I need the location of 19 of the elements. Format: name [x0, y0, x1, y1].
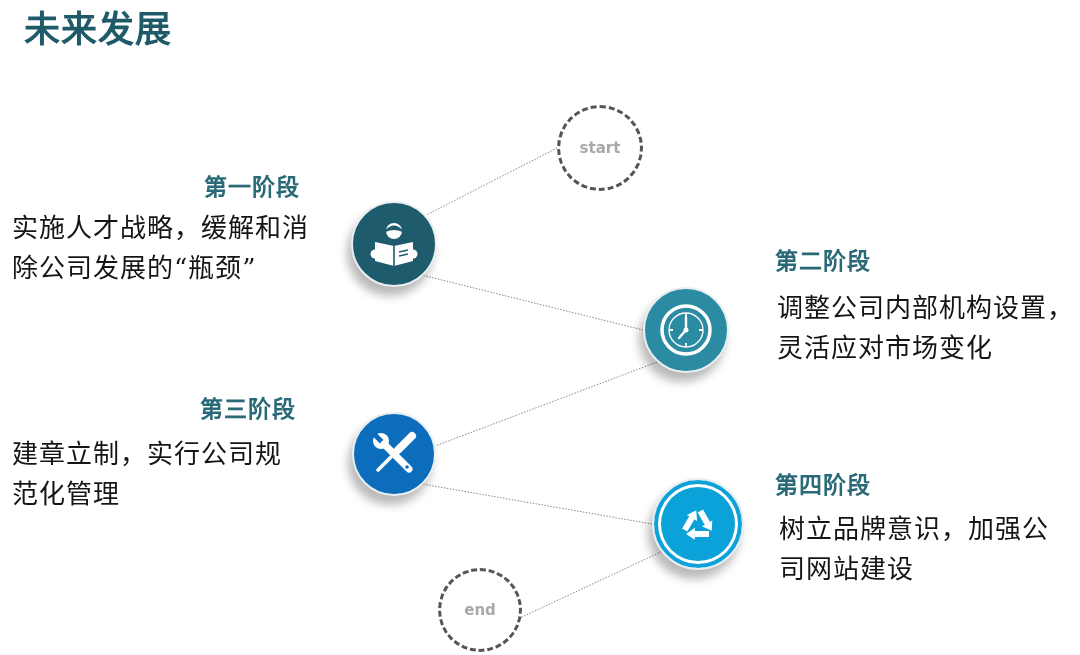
stage-heading: 第三阶段 [199, 395, 296, 424]
circle-label: end [464, 601, 496, 619]
icon-circle [352, 412, 436, 496]
dotted-line [422, 483, 653, 525]
dotted-line [422, 274, 644, 331]
icon-circle [351, 201, 437, 287]
stage-description: 调整公司内部机构设置，灵活应对市场变化 [777, 292, 1075, 365]
icon-circle [643, 287, 729, 373]
icon-circle [652, 478, 744, 570]
stage-description: 实施人才战略，缓解和消除公司发展的“瓶颈” [12, 212, 310, 285]
stage-heading: 第二阶段 [775, 247, 871, 276]
dotted-line [425, 147, 558, 216]
circle-label: start [579, 139, 621, 157]
stage-heading: 第四阶段 [775, 471, 871, 500]
title: 未来发展 [24, 8, 172, 52]
stage-description: 树立品牌意识，加强公司网站建设 [779, 513, 1050, 586]
stage-description: 建章立制，实行公司规范化管理 [12, 438, 283, 511]
dotted-line [434, 361, 658, 447]
stage-heading: 第一阶段 [203, 173, 300, 202]
